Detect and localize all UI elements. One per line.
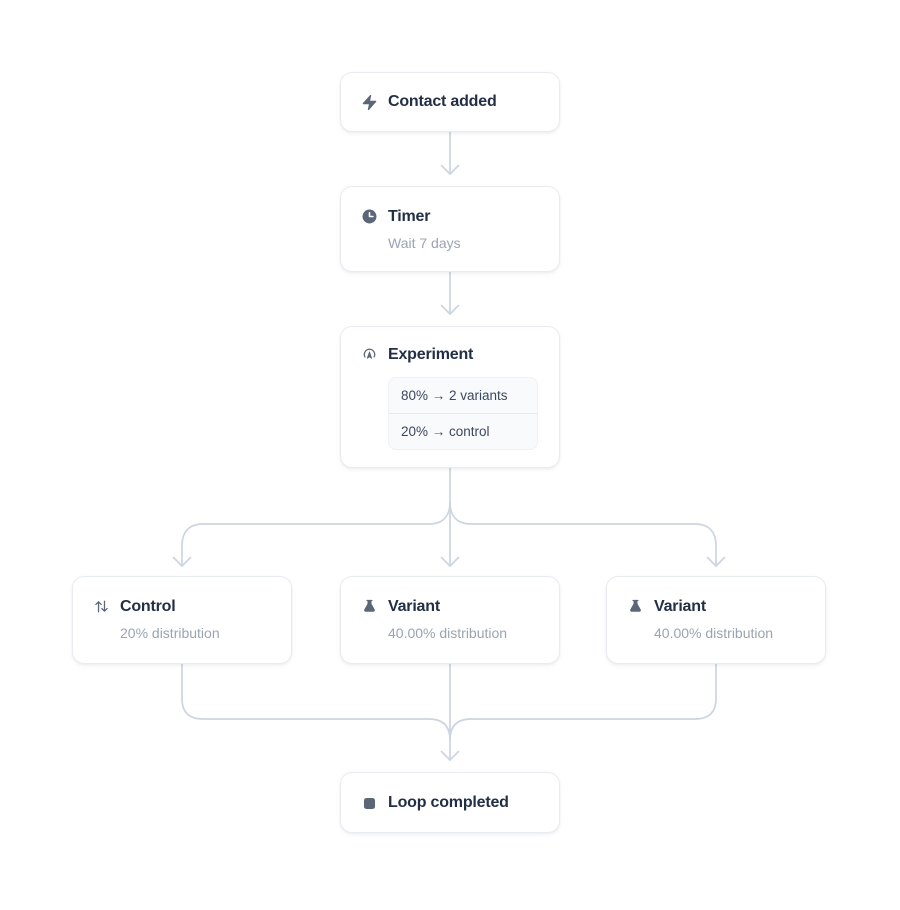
node-subtitle: Wait 7 days [388, 235, 461, 251]
node-title: Variant [388, 598, 440, 615]
node-subtitle: 40.00% distribution [388, 625, 508, 641]
node-title: Experiment [388, 346, 474, 363]
node-subtitle: 20% distribution [120, 625, 220, 641]
node-variant-2[interactable]: Variant 40.00% distribution [606, 576, 826, 664]
node-title: Loop completed [388, 793, 509, 811]
experiment-split-row: 80% → 2 variants [401, 388, 508, 403]
node-title: Variant [654, 598, 706, 615]
node-loop-completed[interactable]: Loop completed [340, 772, 560, 833]
flask-icon [627, 598, 644, 615]
arrows-up-down-icon [93, 598, 110, 615]
node-contact-added[interactable]: Contact added [340, 72, 560, 132]
node-title: Contact added [388, 93, 497, 110]
node-title: Control [120, 598, 176, 615]
bolt-icon [361, 94, 378, 111]
node-timer[interactable]: Timer Wait 7 days [340, 186, 560, 272]
node-title: Timer [388, 208, 431, 225]
stop-icon [361, 795, 378, 812]
experiment-split-box: 80% → 2 variants 20% → control [388, 377, 538, 450]
node-control[interactable]: Control 20% distribution [72, 576, 292, 664]
experiment-split-row: 20% → control [389, 413, 537, 449]
cursor-click-icon [361, 346, 378, 363]
node-subtitle: 40.00% distribution [654, 625, 774, 641]
node-experiment[interactable]: Experiment 80% → 2 variants 20% → contro… [340, 326, 560, 468]
node-variant-1[interactable]: Variant 40.00% distribution [340, 576, 560, 664]
clock-icon [361, 208, 378, 225]
flask-icon [361, 598, 378, 615]
